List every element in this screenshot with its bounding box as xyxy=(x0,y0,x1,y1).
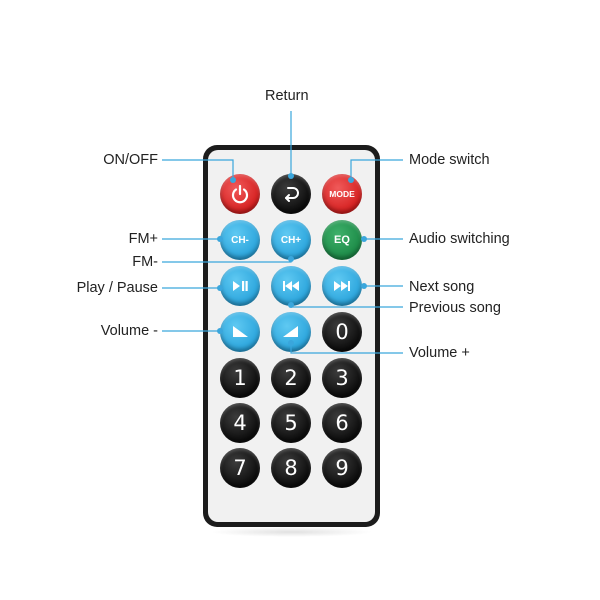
mode-button[interactable]: MODE xyxy=(322,174,362,214)
digit-8-button[interactable]: 8 xyxy=(271,448,311,488)
label-mode-switch: Mode switch xyxy=(409,152,490,168)
digit-2-button[interactable]: 2 xyxy=(271,358,311,398)
volume-minus-button[interactable] xyxy=(220,312,260,352)
ch-minus-label: CH- xyxy=(231,235,249,246)
next-button[interactable] xyxy=(322,266,362,306)
label-volume-plus: Volume + xyxy=(409,345,470,361)
remote-shadow xyxy=(210,527,373,537)
digit-6-button[interactable]: 6 xyxy=(322,403,362,443)
digit-4-label: 4 xyxy=(233,411,246,435)
play-pause-button[interactable] xyxy=(220,266,260,306)
digit-3-label: 3 xyxy=(335,366,348,390)
volume-down-icon xyxy=(230,324,250,340)
digit-4-button[interactable]: 4 xyxy=(220,403,260,443)
label-volume-minus: Volume - xyxy=(101,323,158,339)
previous-button[interactable] xyxy=(271,266,311,306)
digit-7-label: 7 xyxy=(233,456,246,480)
label-fm-plus: FM+ xyxy=(129,231,158,247)
digit-5-button[interactable]: 5 xyxy=(271,403,311,443)
ch-plus-button[interactable]: CH+ xyxy=(271,220,311,260)
digit-7-button[interactable]: 7 xyxy=(220,448,260,488)
power-icon xyxy=(229,183,251,205)
digit-0-button[interactable]: 0 xyxy=(322,312,362,352)
mode-button-label: MODE xyxy=(329,189,355,199)
return-icon xyxy=(280,183,302,205)
digit-8-label: 8 xyxy=(284,456,297,480)
ch-minus-button[interactable]: CH- xyxy=(220,220,260,260)
label-audio-switching: Audio switching xyxy=(409,231,510,247)
digit-3-button[interactable]: 3 xyxy=(322,358,362,398)
previous-icon xyxy=(281,280,301,292)
power-button[interactable] xyxy=(220,174,260,214)
digit-1-button[interactable]: 1 xyxy=(220,358,260,398)
digit-9-button[interactable]: 9 xyxy=(322,448,362,488)
digit-5-label: 5 xyxy=(284,411,297,435)
digit-2-label: 2 xyxy=(284,366,297,390)
label-return: Return xyxy=(265,88,309,104)
eq-button[interactable]: EQ xyxy=(322,220,362,260)
label-on-off: ON/OFF xyxy=(103,152,158,168)
digit-1-label: 1 xyxy=(233,366,246,390)
eq-label: EQ xyxy=(334,234,350,246)
digit-0-label: 0 xyxy=(335,320,348,344)
label-fm-minus: FM- xyxy=(132,254,158,270)
next-icon xyxy=(332,280,352,292)
digit-6-label: 6 xyxy=(335,411,348,435)
label-previous-song: Previous song xyxy=(409,300,501,316)
ch-plus-label: CH+ xyxy=(281,235,301,246)
digit-9-label: 9 xyxy=(335,456,348,480)
return-button[interactable] xyxy=(271,174,311,214)
play-pause-icon xyxy=(230,280,250,292)
volume-up-icon xyxy=(281,324,301,340)
volume-plus-button[interactable] xyxy=(271,312,311,352)
label-next-song: Next song xyxy=(409,279,474,295)
label-play-pause: Play / Pause xyxy=(77,280,158,296)
